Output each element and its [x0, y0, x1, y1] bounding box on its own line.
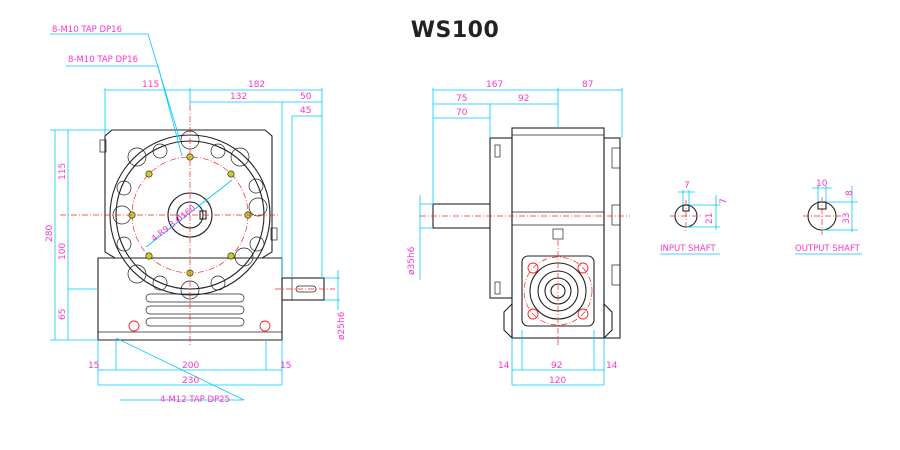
output-shaft-section	[795, 186, 862, 255]
dim-14-right: 14	[606, 361, 618, 371]
dim-75: 75	[456, 94, 467, 104]
side-view	[420, 127, 630, 345]
dim-115-left: 115	[58, 163, 68, 180]
tap-label-top-2: 8-M10 TAP DP16	[68, 55, 138, 65]
side-shaft-dia: ø35h6	[407, 246, 417, 275]
input-shaft-section	[660, 190, 720, 255]
dim-70: 70	[456, 108, 468, 118]
output-dim-8: 8	[845, 190, 855, 196]
input-shaft-label: INPUT SHAFT	[660, 244, 716, 254]
side-dimension-lines	[419, 88, 623, 386]
dim-15-left: 15	[88, 361, 99, 371]
dim-132: 132	[230, 92, 247, 102]
front-view	[60, 105, 335, 345]
output-dim-10: 10	[816, 179, 828, 189]
dim-182: 182	[248, 80, 265, 90]
dim-45: 45	[300, 106, 311, 116]
output-dim-33: 33	[842, 213, 852, 224]
dim-200: 200	[182, 361, 199, 371]
drawing-title: WS100	[410, 18, 500, 43]
dim-280: 280	[45, 225, 55, 242]
dim-167: 167	[486, 80, 503, 90]
input-dim-7-side: 7	[719, 198, 729, 204]
output-shaft-label: OUTPUT SHAFT	[795, 244, 861, 254]
dim-115-top: 115	[142, 80, 159, 90]
dim-50: 50	[300, 92, 312, 102]
tap-label-top-1: 8-M10 TAP DP16	[52, 25, 122, 35]
dim-92-top: 92	[518, 94, 529, 104]
dim-14-left: 14	[498, 361, 510, 371]
front-dimension-lines	[50, 33, 340, 401]
flange-pcd-label: 4-R9.3 Ø160	[149, 203, 198, 245]
input-dim-7-top: 7	[684, 181, 690, 191]
dim-120: 120	[549, 376, 566, 386]
front-shaft-dia: ø25h6	[337, 311, 347, 340]
input-dim-21: 21	[705, 213, 715, 224]
dim-92-bottom: 92	[551, 361, 562, 371]
tap-label-bottom: 4-M12 TAP DP25	[160, 395, 230, 405]
dim-100: 100	[58, 243, 68, 260]
dim-65: 65	[58, 309, 68, 320]
dim-87: 87	[582, 80, 593, 90]
dim-15-right: 15	[280, 361, 291, 371]
dim-230: 230	[182, 376, 199, 386]
